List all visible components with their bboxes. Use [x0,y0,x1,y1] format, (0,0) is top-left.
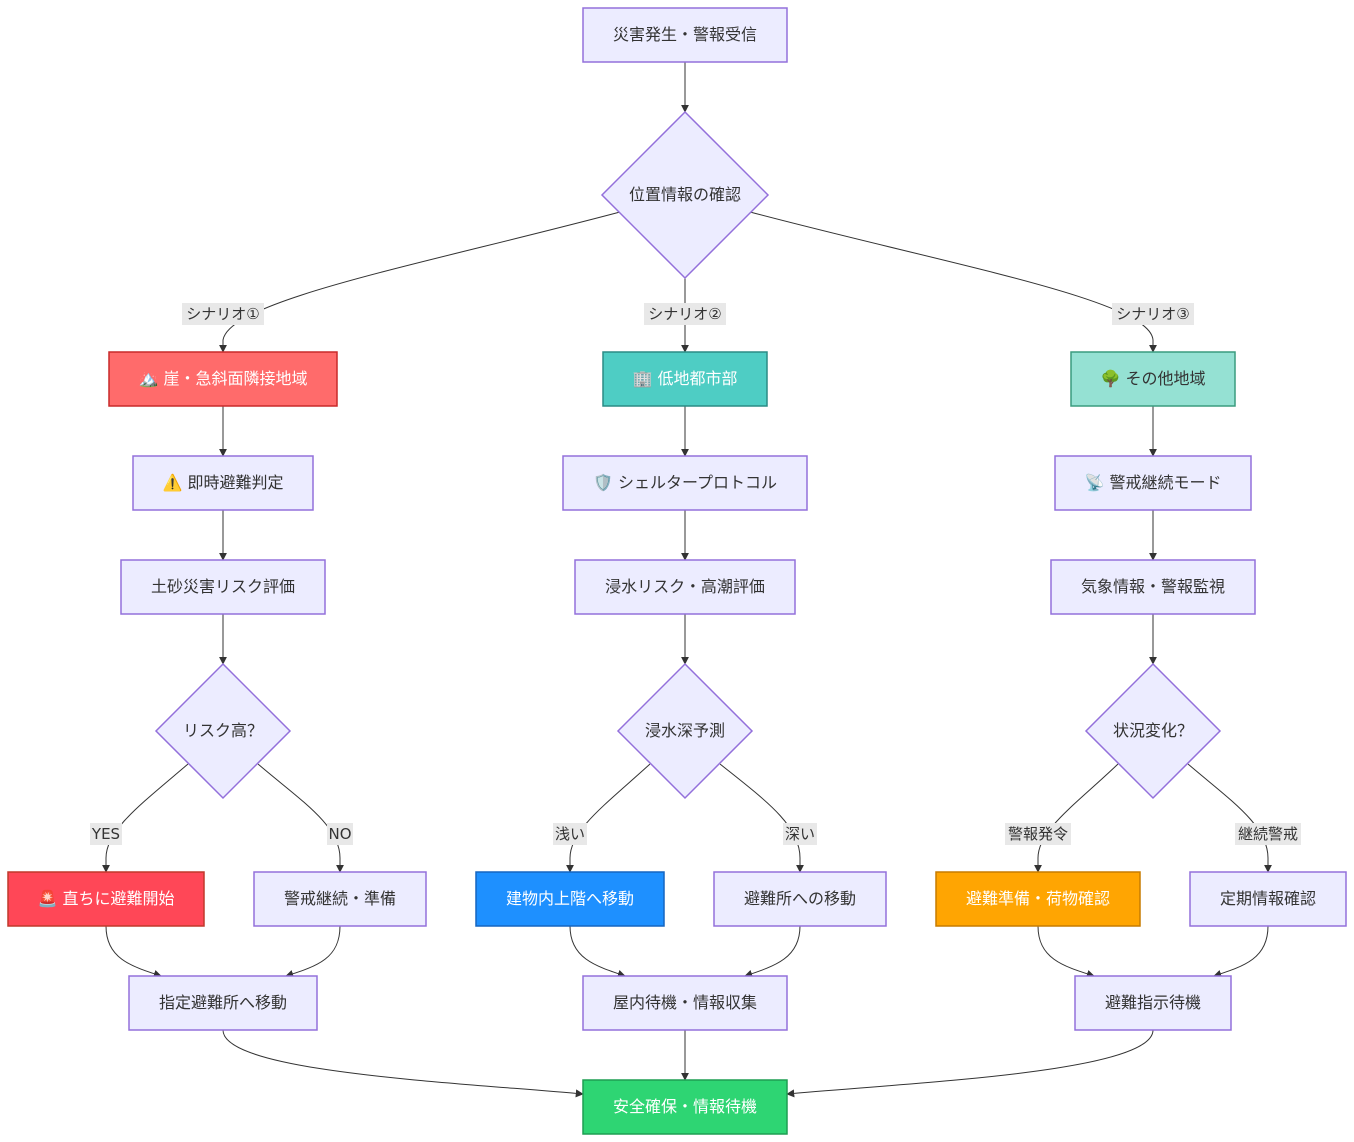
node-start-text: 災害発生・警報受信 [613,25,757,44]
label-scenario-3-text: シナリオ③ [1116,305,1189,323]
decision-location-text: 位置情報の確認 [629,185,741,204]
node-other-text: 🌳 その他地域 [1100,369,1205,388]
nodes: 災害発生・警報受信 位置情報の確認 🏔️ 崖・急斜面隣接地域 🏢 低地都市部 🌳… [7,7,1347,1135]
label-scenario-2-text: シナリオ② [648,305,721,323]
node-indoor: 屋内待機・情報収集 [582,975,788,1031]
edge-periodic-await [1213,925,1269,978]
node-landslide: 土砂災害リスク評価 [120,559,326,615]
node-flood-text: 浸水リスク・高潮評価 [605,577,765,596]
label-scenario-2: シナリオ② [644,303,726,325]
node-lowland-text: 🏢 低地都市部 [632,369,737,388]
edge-change-warning [1034,763,1119,873]
node-cliff-text: 🏔️ 崖・急斜面隣接地域 [138,369,307,388]
node-prep-luggage: 避難準備・荷物確認 [935,871,1141,927]
node-monitor-mode-text: 📡 警戒継続モード [1084,472,1221,492]
decision-change: 状況変化？ [1084,662,1222,800]
edges [102,62,1272,1098]
edge-designated-safe [222,1029,584,1098]
node-shelter-text: 🛡️ シェルタープロトコル [593,473,777,492]
decision-change-text: 状況変化？ [1113,721,1193,740]
decision-depth: 浸水深予測 [616,662,754,800]
node-evacuate-now: 🚨 直ちに避難開始 [7,871,205,927]
decision-risk-high: リスク高？ [154,662,292,800]
node-start: 災害発生・警報受信 [582,7,788,63]
edge-riskhigh-yes [102,763,189,873]
node-weather-text: 気象情報・警報監視 [1081,577,1225,596]
node-shelter: 🛡️ シェルタープロトコル [562,455,808,511]
edge-evacnow-designated [105,925,162,978]
node-safe: 安全確保・情報待機 [582,1079,788,1135]
node-prep-luggage-text: 避難準備・荷物確認 [966,889,1110,908]
node-periodic-text: 定期情報確認 [1220,889,1316,908]
edge-change-continue [1187,763,1272,873]
node-await-order: 避難指示待機 [1074,975,1232,1031]
node-lowland: 🏢 低地都市部 [602,351,768,407]
edge-toshelter-indoor [744,925,801,978]
label-deep: 深い [783,823,817,845]
label-scenario-1: シナリオ① [182,303,264,325]
node-alert-prepare-text: 警戒継続・準備 [284,889,396,908]
label-continue-text: 継続警戒 [1238,825,1298,843]
label-shallow: 浅い [553,823,587,845]
label-warning-text: 警報発令 [1008,825,1068,843]
label-scenario-3: シナリオ③ [1112,303,1194,325]
node-other: 🌳 その他地域 [1070,351,1236,407]
node-upper-floor-text: 建物内上階へ移動 [506,889,634,908]
edge-location-other [749,211,1157,353]
decision-location: 位置情報の確認 [600,110,770,280]
decision-risk-high-text: リスク高？ [183,721,263,740]
label-warning: 警報発令 [1005,823,1071,845]
node-landslide-text: 土砂災害リスク評価 [151,577,295,596]
label-scenario-1-text: シナリオ① [186,305,259,323]
node-immediate-text: ⚠️ 即時避難判定 [162,473,283,492]
edge-upper-indoor [569,925,626,978]
label-yes-text: YES [91,825,120,843]
label-deep-text: 深い [785,825,815,843]
node-to-shelter-text: 避難所への移動 [744,889,856,908]
node-designated: 指定避難所へ移動 [128,975,318,1031]
node-designated-text: 指定避難所へ移動 [159,993,287,1012]
edge-await-safe [786,1029,1154,1098]
edge-depth-deep [719,763,804,873]
node-to-shelter: 避難所への移動 [713,871,887,927]
node-weather: 気象情報・警報監視 [1050,559,1256,615]
decision-depth-text: 浸水深予測 [645,721,725,740]
node-periodic: 定期情報確認 [1189,871,1347,927]
node-cliff: 🏔️ 崖・急斜面隣接地域 [108,351,338,407]
label-shallow-text: 浅い [555,825,585,843]
edge-labels: シナリオ① シナリオ② シナリオ③ YES NO 浅い 深い 警報発令 [90,303,1301,845]
edge-riskhigh-no [257,763,344,873]
edge-alertprep-designated [285,925,341,978]
node-monitor-mode: 📡 警戒継続モード [1054,455,1252,511]
node-upper-floor: 建物内上階へ移動 [475,871,665,927]
label-continue: 継続警戒 [1235,823,1301,845]
node-await-order-text: 避難指示待機 [1105,993,1201,1012]
node-safe-text: 安全確保・情報待機 [613,1097,757,1116]
label-no-text: NO [328,825,351,843]
node-immediate: ⚠️ 即時避難判定 [132,455,314,511]
node-evacuate-now-text: 🚨 直ちに避難開始 [37,889,174,908]
node-alert-prepare: 警戒継続・準備 [253,871,427,927]
node-flood: 浸水リスク・高潮評価 [574,559,796,615]
label-no: NO [327,823,353,845]
label-yes: YES [90,823,122,845]
node-indoor-text: 屋内待機・情報収集 [613,993,757,1012]
edge-depth-shallow [566,763,651,873]
edge-location-cliff [219,211,621,353]
edge-prep-await [1037,925,1095,978]
